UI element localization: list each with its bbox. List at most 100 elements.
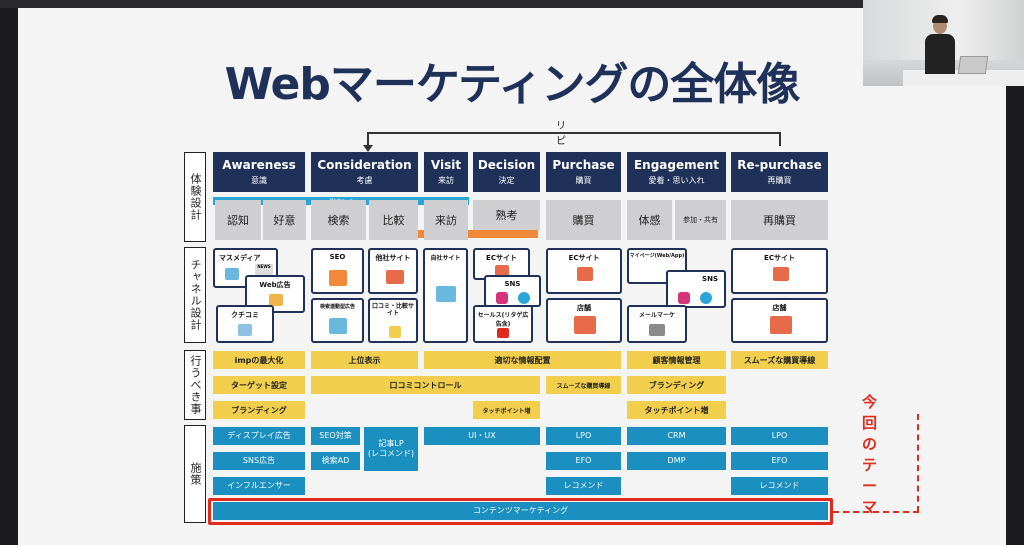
channel-mail: メールマーケ xyxy=(627,305,687,343)
store-icon xyxy=(574,316,596,334)
stage-en: Awareness xyxy=(222,158,296,172)
stage-jp: 来訪 xyxy=(438,176,454,185)
store-icon xyxy=(770,316,792,334)
channel-sns: SNS xyxy=(484,275,541,307)
shop-icon xyxy=(577,267,593,281)
theme-connector-horizontal xyxy=(833,511,919,513)
measure-ui-ux: UI・UX xyxy=(424,427,540,445)
channel-ec-site-purchase-label: ECサイト xyxy=(568,254,600,262)
theme-connector-vertical xyxy=(917,414,919,512)
measure-dmp: DMP xyxy=(627,452,726,470)
megaphone-icon xyxy=(497,328,509,338)
search-ad-icon xyxy=(329,318,347,334)
todo-touchpoint-decision: タッチポイント増 xyxy=(473,401,540,419)
channel-mail-label: メールマーケ xyxy=(638,312,675,319)
todo-target: ターゲット設定 xyxy=(213,376,305,394)
stage-visit: Visit 来訪 xyxy=(424,152,468,192)
measure-search-ad: 検索AD xyxy=(311,452,360,470)
stage-jp: 意識 xyxy=(251,176,267,185)
twitter-icon xyxy=(518,292,530,304)
channel-company-site-label: 他社サイト xyxy=(375,254,411,262)
measure-efo-repurchase: EFO xyxy=(731,452,828,470)
shop-icon xyxy=(495,265,509,277)
repeat-arrow-line xyxy=(367,132,781,146)
measure-efo-purchase: EFO xyxy=(546,452,621,470)
stage-jp: 再購買 xyxy=(767,176,792,185)
todo-placement: 適切な情報配置 xyxy=(424,351,621,369)
experience-visit: 来訪 xyxy=(424,200,468,240)
stage-en: Consideration xyxy=(317,158,412,172)
channel-store-label: 店舗 xyxy=(577,304,591,312)
channel-ec-site-repurchase-label: ECサイト xyxy=(764,254,795,262)
todo-imp: impの最大化 xyxy=(213,351,305,369)
stage-en: Purchase xyxy=(552,158,615,172)
chart-icon xyxy=(329,270,347,286)
instagram-icon xyxy=(496,292,508,304)
web-ad-icon xyxy=(269,294,283,306)
channel-sns-engagement: SNS xyxy=(666,270,726,308)
stage-consideration: Consideration 考慮 xyxy=(311,152,418,192)
todo-review-control: 口コミコントロール xyxy=(311,376,540,394)
stage-awareness: Awareness 意識 xyxy=(213,152,305,192)
channel-company-site: 他社サイト xyxy=(368,248,418,294)
stage-engagement: Engagement 愛着・思い入れ xyxy=(627,152,726,192)
stage-en: Visit xyxy=(430,158,462,172)
channel-search-ad: 検索連動型広告 xyxy=(311,298,364,343)
experience-search: 検索 xyxy=(311,200,366,240)
channel-mypage-label: マイページ(Web/App) xyxy=(629,253,685,259)
channel-sales-label: セールス(リタゲ広告含) xyxy=(477,312,529,328)
stage-en: Re-purchase xyxy=(737,158,822,172)
channel-store-repurchase: 店舗 xyxy=(731,298,828,343)
people-icon xyxy=(238,324,252,336)
channel-sales: セールス(リタゲ広告含) xyxy=(473,305,533,343)
slide-title: Webマーケティングの全体像 xyxy=(224,59,801,110)
stage-repurchase: Re-purchase 再購買 xyxy=(731,152,828,192)
channel-ec-site-repurchase: ECサイト xyxy=(731,248,828,294)
speaker-body xyxy=(925,34,955,74)
stage-jp: 愛着・思い入れ xyxy=(648,176,705,185)
stage-jp: 考慮 xyxy=(356,176,373,185)
experience-recognition: 認知 xyxy=(215,200,261,240)
channel-ec-site-label: ECサイト xyxy=(486,254,517,262)
todo-smooth: スムーズな購買導線 xyxy=(731,351,828,369)
channel-word-of-mouth-label: クチコミ xyxy=(231,311,259,319)
channel-own-site-label: 自社サイト xyxy=(430,255,461,262)
stage-decision: Decision 決定 xyxy=(473,152,540,192)
channel-store-repurchase-label: 店舗 xyxy=(772,304,787,312)
channel-seo: SEO xyxy=(311,248,364,294)
mail-icon xyxy=(649,324,665,336)
laptop-icon xyxy=(957,56,989,74)
measure-lpo-purchase: LPO xyxy=(546,427,621,445)
channel-store: 店舗 xyxy=(546,298,622,343)
window-top-bar xyxy=(0,0,1024,8)
trophy-icon xyxy=(389,326,401,338)
experience-repurchase: 再購買 xyxy=(731,200,828,240)
measure-lpo-repurchase: LPO xyxy=(731,427,828,445)
experience-feel: 体感 xyxy=(627,200,672,240)
row-label-measures: 施策 xyxy=(184,425,206,523)
row-label-todo: 行うべき事 xyxy=(184,350,206,420)
todo-branding-engagement: ブランディング xyxy=(627,376,726,394)
experience-share: 参加・共有 xyxy=(675,200,726,240)
twitter-icon xyxy=(700,292,712,304)
experience-deliberation: 熟考 xyxy=(473,200,540,230)
measure-display-ad: ディスプレイ広告 xyxy=(213,427,305,445)
measure-sns-ad: SNS広告 xyxy=(213,452,305,470)
row-label-experience: 体験設計 xyxy=(184,152,206,242)
webcam-video xyxy=(863,0,1024,86)
webcam-desk xyxy=(903,70,1024,86)
newspaper-icon: NEWS xyxy=(255,264,273,276)
channel-sns-label: SNS xyxy=(504,280,521,288)
measure-content-marketing: コンテンツマーケティング xyxy=(213,502,828,520)
channel-ec-site-purchase: ECサイト xyxy=(546,248,622,294)
instagram-icon xyxy=(678,292,690,304)
todo-branding: ブランディング xyxy=(213,401,305,419)
measure-influencer: インフルエンサー xyxy=(213,477,305,495)
row-label-channel: チャネル設計 xyxy=(184,247,206,343)
channel-mass-media-label: マスメディア xyxy=(219,254,261,262)
repeat-arrow-head-icon xyxy=(363,145,373,152)
measure-crm: CRM xyxy=(627,427,726,445)
measure-seo: SEO対策 xyxy=(311,427,360,445)
todo-customer: 顧客情報管理 xyxy=(627,351,726,369)
measure-article-lp: 記事LP (レコメンド) xyxy=(364,427,418,471)
